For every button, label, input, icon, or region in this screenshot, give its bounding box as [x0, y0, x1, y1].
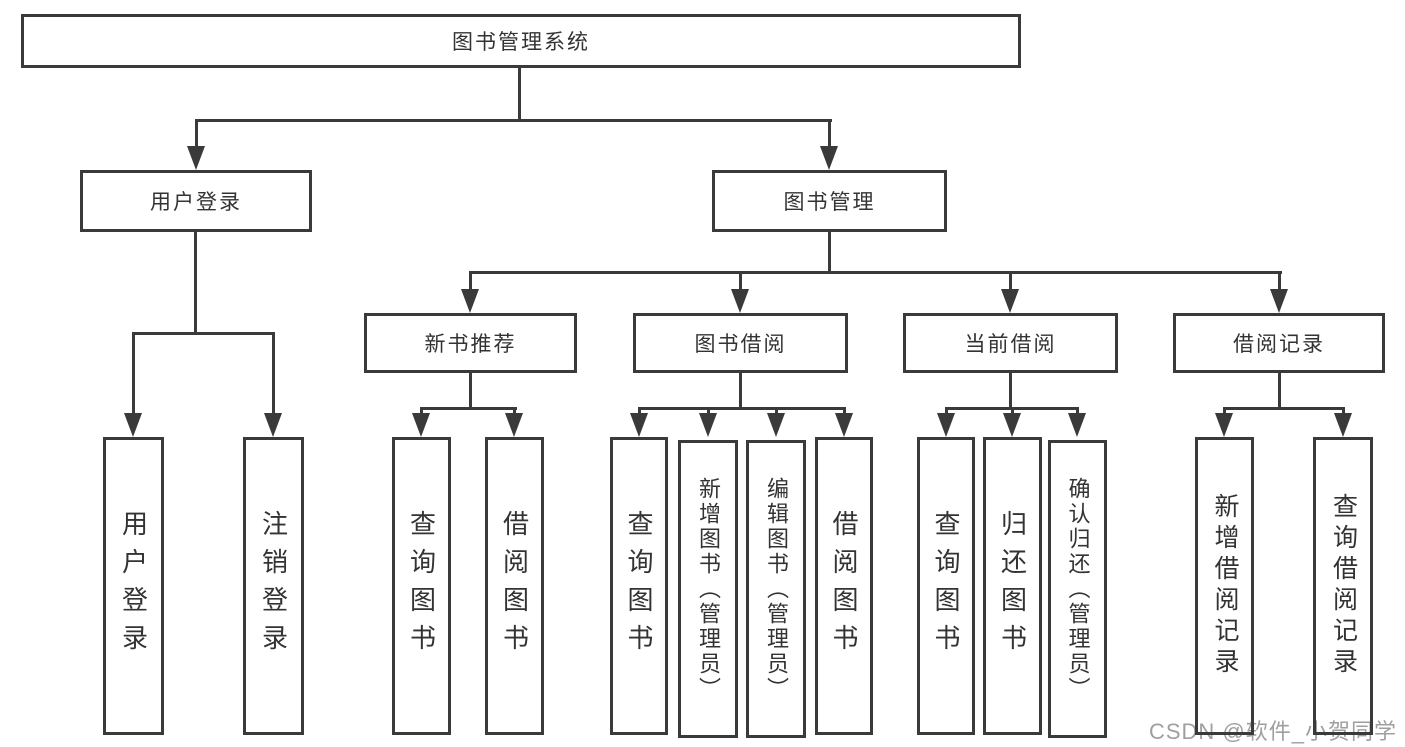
arrow-down-icon — [1003, 413, 1021, 437]
leaf-add-borrow-record-label: 新增借阅记录 — [1211, 493, 1239, 679]
arrow-down-icon — [937, 413, 955, 437]
node-root: 图书管理系统 — [21, 14, 1021, 68]
leaf-query-books-current-label: 查询图书 — [931, 510, 961, 662]
node-user-login-label: 用户登录 — [150, 191, 242, 214]
arrow-down-icon — [767, 413, 785, 437]
leaf-borrow-books-recommend-label: 借阅图书 — [499, 510, 530, 662]
leaf-user-login: 用户登录 — [103, 437, 164, 735]
leaf-query-books-recommend: 查询图书 — [392, 437, 451, 735]
leaf-return-book-label: 归还图书 — [997, 510, 1028, 662]
node-book-borrow-label: 图书借阅 — [694, 333, 787, 356]
arrow-down-icon — [505, 413, 523, 437]
leaf-return-book: 归还图书 — [983, 437, 1042, 735]
connector-vline — [132, 332, 135, 415]
node-current-borrow-label: 当前借阅 — [964, 333, 1057, 356]
node-book-management: 图书管理 — [712, 170, 947, 232]
arrow-down-icon — [820, 146, 838, 170]
arrow-down-icon — [699, 413, 717, 437]
connector-vline — [194, 232, 197, 332]
arrow-down-icon — [124, 413, 142, 437]
leaf-borrow-books-label: 借阅图书 — [829, 510, 859, 662]
node-root-label: 图书管理系统 — [452, 31, 590, 54]
connector-vline — [469, 271, 472, 292]
arrow-down-icon — [1001, 289, 1019, 313]
connector-vline — [1342, 407, 1345, 417]
connector-vline — [739, 271, 742, 292]
arrow-down-icon — [1270, 289, 1288, 313]
leaf-add-book-admin: 新增图书（管理员） — [678, 440, 738, 738]
connector-vline — [1009, 271, 1012, 292]
node-new-book-recommend: 新书推荐 — [364, 313, 577, 373]
leaf-borrow-books-recommend: 借阅图书 — [485, 437, 544, 735]
arrow-down-icon — [1215, 413, 1233, 437]
leaf-add-borrow-record: 新增借阅记录 — [1195, 437, 1254, 735]
leaf-query-borrow-record: 查询借阅记录 — [1313, 437, 1373, 735]
node-new-book-recommend-label: 新书推荐 — [424, 333, 517, 356]
connector-vline — [843, 407, 846, 417]
leaf-query-books-recommend-label: 查询图书 — [406, 510, 437, 662]
leaf-confirm-return-admin: 确认归还（管理员） — [1048, 440, 1107, 738]
connector-vline — [420, 407, 423, 417]
leaf-logout-label: 注销登录 — [258, 510, 289, 662]
leaf-edit-book-admin: 编辑图书（管理员） — [746, 440, 806, 738]
connector-vline — [828, 119, 831, 150]
arrow-down-icon — [461, 289, 479, 313]
node-book-borrow: 图书借阅 — [633, 313, 848, 373]
connector-vline — [828, 232, 831, 271]
connector-vline — [1278, 373, 1281, 407]
arrow-down-icon — [264, 413, 282, 437]
arrow-down-icon — [412, 413, 430, 437]
arrow-down-icon — [835, 413, 853, 437]
connector-vline — [945, 407, 948, 417]
arrow-down-icon — [187, 146, 205, 170]
leaf-logout: 注销登录 — [243, 437, 304, 735]
leaf-edit-book-admin-label: 编辑图书（管理员） — [764, 476, 789, 702]
node-borrow-records-label: 借阅记录 — [1233, 333, 1325, 356]
leaf-borrow-books: 借阅图书 — [815, 437, 873, 735]
connector-hline — [195, 119, 832, 122]
arrow-down-icon — [1068, 413, 1086, 437]
connector-vline — [1011, 407, 1014, 417]
connector-vline — [518, 68, 521, 119]
connector-hline — [638, 407, 846, 410]
connector-vline — [775, 407, 778, 417]
connector-vline — [1009, 373, 1012, 407]
node-user-login: 用户登录 — [80, 170, 312, 232]
arrow-down-icon — [1334, 413, 1352, 437]
leaf-confirm-return-admin-label: 确认归还（管理员） — [1065, 476, 1091, 702]
connector-vline — [739, 373, 742, 407]
connector-vline — [469, 373, 472, 407]
connector-vline — [638, 407, 641, 417]
node-borrow-records: 借阅记录 — [1173, 313, 1385, 373]
connector-vline — [1278, 271, 1281, 292]
connector-vline — [707, 407, 710, 417]
connector-vline — [513, 407, 516, 417]
connector-hline — [1223, 407, 1345, 410]
arrow-down-icon — [630, 413, 648, 437]
arrow-down-icon — [731, 289, 749, 313]
connector-hline — [469, 271, 1282, 274]
leaf-query-books-borrow: 查询图书 — [610, 437, 668, 735]
leaf-query-books-borrow-label: 查询图书 — [624, 510, 654, 662]
leaf-query-books-current: 查询图书 — [917, 437, 975, 735]
connector-vline — [195, 119, 198, 150]
connector-vline — [272, 332, 275, 415]
leaf-query-borrow-record-label: 查询借阅记录 — [1329, 493, 1358, 679]
csdn-watermark: CSDN @软件_小贺同学 — [1148, 719, 1397, 744]
connector-vline — [1223, 407, 1226, 417]
connector-hline — [132, 332, 275, 335]
connector-hline — [420, 407, 517, 410]
connector-vline — [1076, 407, 1079, 417]
node-current-borrow: 当前借阅 — [903, 313, 1118, 373]
leaf-user-login-label: 用户登录 — [118, 510, 149, 662]
node-book-management-label: 图书管理 — [783, 191, 876, 214]
leaf-add-book-admin-label: 新增图书（管理员） — [696, 476, 721, 702]
